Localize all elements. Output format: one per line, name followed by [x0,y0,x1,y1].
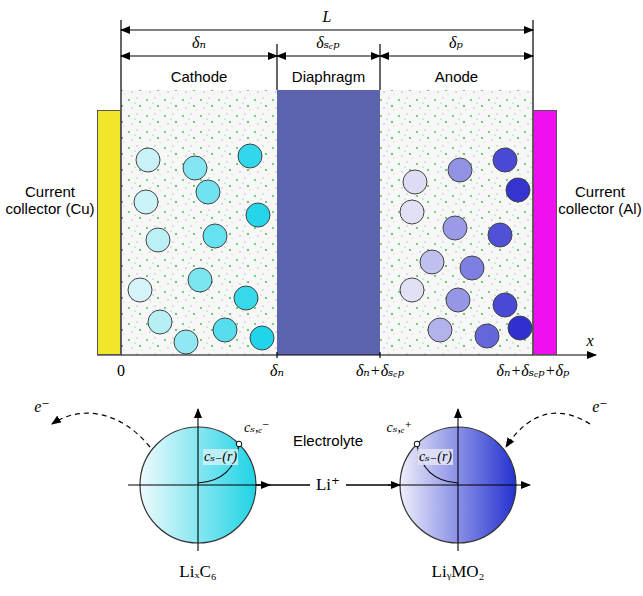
dimension-label: δₛₑₚ [316,34,339,52]
cathode-particle [203,224,227,248]
concentration-label: cₛ₋(r) [418,449,453,465]
cathode-particle [148,310,172,334]
tick-label: δₙ+δₛₑₚ [356,362,404,380]
cathode-particle [246,203,270,227]
tick-label: δₙ+δₛₑₚ+δₚ [497,362,570,380]
diaphragm-band: Diaphragm [277,64,380,90]
anode-particle [400,278,424,302]
cathode-particle [146,228,170,252]
tick-label: δₙ [270,362,284,380]
oxide-particle: cₛ₋(r) cₛ,ₑ⁺ LiᵧMO₂ [383,412,533,592]
dimension-lines [97,20,596,358]
anode-particle [428,318,452,342]
anode-particle [448,158,472,182]
cathode-region [121,90,277,355]
anode-particle [460,256,484,280]
edge-label: Li⁺ [310,475,346,495]
anode-particle [443,216,467,240]
anode-particle [506,178,530,202]
cathode-particle [188,268,212,292]
region-label: Diaphragm [292,68,365,85]
electron-label: e⁻ [592,398,608,416]
axis-label: x [586,332,593,350]
aluminium-collector: Current collector (Al) [533,110,557,355]
tick-label: 0 [117,362,125,380]
separator-region [277,90,380,355]
region-label: Cathode [171,68,228,85]
cathode-band: Cathode [121,64,277,90]
surface-concentration-label: cₛ,ₑ⁻ [244,420,270,436]
material-label: LiₓC₆ [179,562,216,582]
electron-label: e⁻ [34,398,50,416]
collector-label: Current collector (Cu) [4,183,96,218]
cathode-particle [250,326,274,350]
cathode-particle [238,144,262,168]
collector-label: Current collector (Al) [558,183,642,218]
anode-particle [403,170,427,194]
dimension-label: δₚ [449,34,463,52]
anode-particle [508,316,532,340]
cathode-particle [174,330,198,354]
anode-particle [475,324,499,348]
anode-particle [446,288,470,312]
anode-particle [400,200,424,224]
material-label: LiᵧMO₂ [432,562,485,582]
cathode-particle [196,180,220,204]
cathode-particle [134,190,158,214]
dimension-label: δₙ [192,34,206,52]
particles [128,144,532,354]
anode-band: Anode [380,64,533,90]
graphite-particle: cₛ₋(r) cₛ,ₑ⁻ LiₓC₆ [123,412,273,592]
region-label: Anode [435,68,478,85]
anode-region [380,90,533,355]
dimension-label: L [323,8,332,26]
anode-particle [488,223,512,247]
copper-collector: Current collector (Cu) [97,110,121,355]
anode-particle [493,293,517,317]
cathode-particle [136,148,160,172]
cathode-particle [234,286,258,310]
cathode-particle [128,278,152,302]
cathode-particle [213,318,237,342]
anode-particle [493,148,517,172]
electrolyte-label: Electrolyte [293,432,363,449]
anode-particle [420,250,444,274]
surface-concentration-label: cₛ,ₑ⁺ [387,420,413,436]
concentration-label: cₛ₋(r) [203,449,238,465]
cathode-particle [183,156,207,180]
